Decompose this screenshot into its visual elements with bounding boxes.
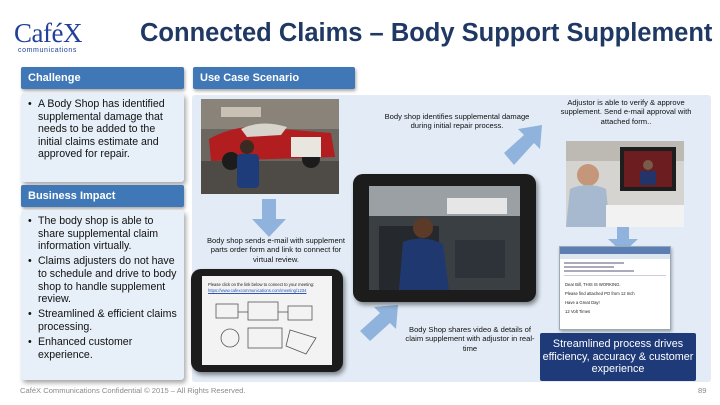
email-body: Dear Bill, THIS IS WORKING. Please find … — [560, 279, 670, 317]
caption-shares: Body Shop shares video & details of clai… — [405, 325, 535, 353]
tablet-video — [353, 174, 536, 302]
email-body-line: Dear Bill, THIS IS WORKING. — [565, 282, 621, 287]
header-line — [564, 262, 624, 264]
video-screen — [369, 186, 520, 290]
challenge-header: Challenge — [21, 67, 184, 89]
page-title: Connected Claims – Body Support Suppleme… — [140, 19, 713, 47]
summary-callout: Streamlined process drives efficiency, a… — [540, 333, 696, 381]
challenge-bullet: A Body Shop has identified supplemental … — [27, 98, 178, 161]
approval-email: Dear Bill, THIS IS WORKING. Please find … — [559, 246, 671, 330]
body-shop-photo — [201, 99, 339, 194]
parts-diagram — [215, 301, 317, 355]
email-body-line: Have a Great Day! — [565, 300, 600, 305]
impact-bullet: Enhanced customer experience. — [27, 336, 178, 361]
email-line: Please click on the link below to connec… — [208, 282, 315, 287]
email-link: https://www.cafexcommunications.com/meet… — [208, 288, 307, 293]
impact-bullet: The body shop is able to share supplemen… — [27, 215, 178, 253]
impact-bullet: Streamlined & efficient claims processin… — [27, 308, 178, 333]
business-impact-header: Business Impact — [21, 185, 184, 207]
email-headers — [564, 262, 666, 276]
challenge-panel: A Body Shop has identified supplemental … — [21, 93, 184, 182]
email-toolbar — [560, 254, 670, 259]
adjustor-photo — [566, 141, 684, 227]
header-line — [564, 270, 634, 272]
email-titlebar — [560, 247, 670, 254]
email-screen: Please click on the link below to connec… — [202, 276, 332, 365]
scenario-panel: Body shop identifies supplemental damage… — [191, 95, 711, 382]
arrow-icon — [360, 305, 398, 341]
email-body-line: 12 Volt Times — [565, 309, 591, 314]
arrow-icon — [504, 125, 542, 165]
business-impact-panel: The body shop is able to share supplemen… — [21, 210, 184, 380]
cafex-logo: CaféX communications — [14, 18, 114, 58]
email-body-line: Please find attached PO from 12 Inch — [565, 291, 635, 296]
arrow-icon — [608, 227, 638, 253]
logo-wordmark: CaféX — [14, 18, 82, 48]
logo-subtitle: communications — [18, 47, 77, 54]
business-impact-list: The body shop is able to share supplemen… — [27, 215, 178, 361]
footer-text: CaféX Communications Confidential © 2015… — [20, 386, 246, 395]
challenge-list: A Body Shop has identified supplemental … — [27, 98, 178, 161]
caption-sends: Body shop sends e-mail with supplement p… — [206, 236, 346, 264]
page-number: 89 — [698, 386, 707, 395]
caption-identifies: Body shop identifies supplemental damage… — [384, 112, 530, 131]
tablet-email: Please click on the link below to connec… — [191, 269, 343, 372]
caption-verify: Adjustor is able to verify & approve sup… — [560, 98, 692, 126]
arrow-icon — [252, 199, 286, 237]
impact-bullet: Claims adjusters do not have to schedule… — [27, 255, 178, 305]
use-case-header: Use Case Scenario — [193, 67, 355, 89]
header-line — [564, 266, 614, 268]
